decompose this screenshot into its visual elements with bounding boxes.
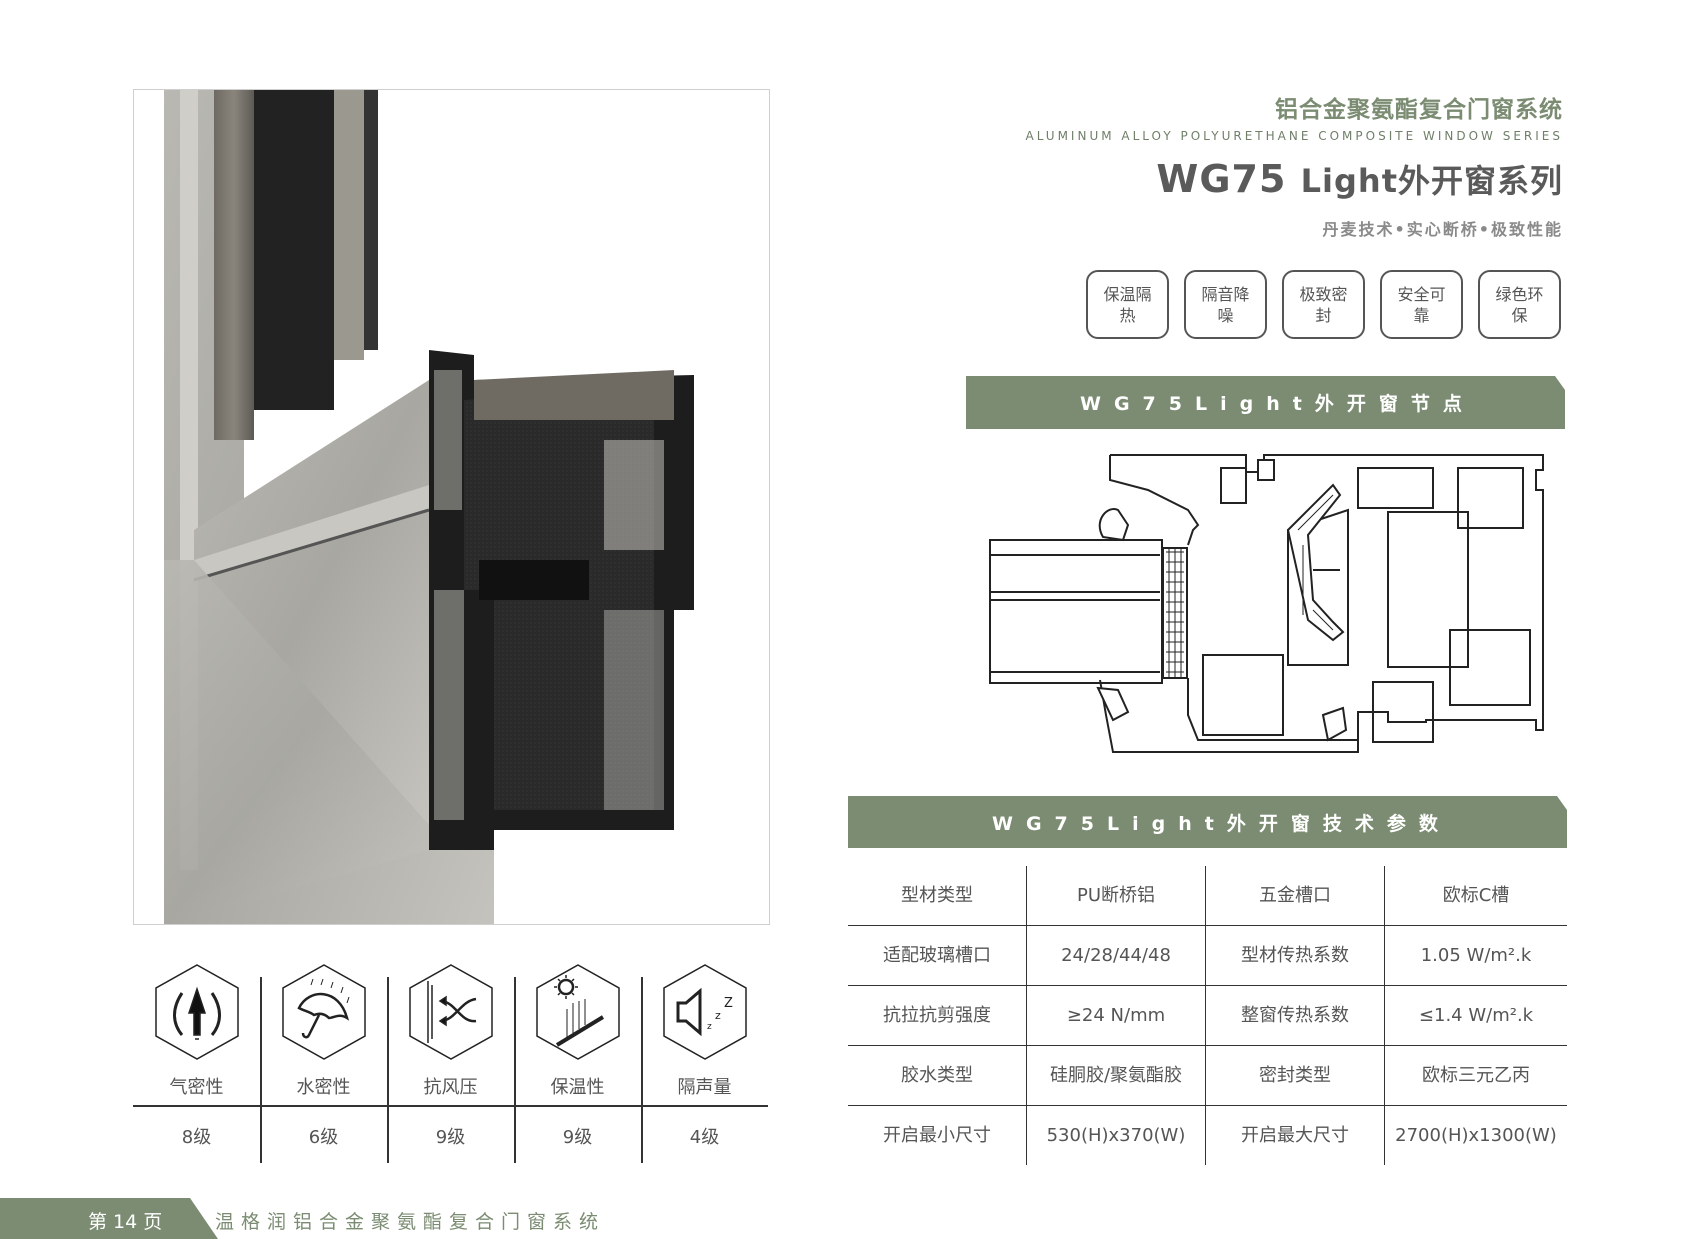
table-row: 适配玻璃槽口 24/28/44/48 型材传热系数 1.05 W/m².k <box>848 925 1567 986</box>
spec-value: 2700(H)x1300(W) <box>1395 1124 1557 1146</box>
spec-value: 1.05 W/m².k <box>1384 925 1567 986</box>
node-section-banner: WG75Light外开窗节点 <box>966 376 1565 429</box>
series-name: Light外开窗系列 <box>1300 162 1563 200</box>
table-row: 型材类型 PU断桥铝 五金槽口 欧标C槽 <box>848 866 1567 926</box>
performance-item: 保温性 9级 <box>514 963 641 1163</box>
svg-text:z: z <box>707 1022 712 1032</box>
speaker-mute-icon: z z Z <box>662 964 747 1060</box>
spec-label: 密封类型 <box>1205 1045 1385 1106</box>
spec-value: 24/28/44/48 <box>1026 925 1206 986</box>
performance-label: 水密性 <box>296 1077 351 1098</box>
spec-value: 欧标C槽 <box>1384 866 1567 926</box>
feature-badge: 隔音降噪 <box>1184 270 1267 339</box>
spec-label: 型材传热系数 <box>1205 925 1385 986</box>
brand-title-cn: 铝合金聚氨酯复合门窗系统 <box>1275 97 1563 123</box>
feature-badge: 绿色环保 <box>1478 270 1561 339</box>
performance-ratings: 气密性 8级 水密性 6级 抗风压 9级 保温性 9级 <box>133 963 768 1163</box>
performance-value: 9级 <box>562 1127 593 1148</box>
table-row: 开启最小尺寸 530(H)x370(W) 开启最大尺寸 2700(H)x1300… <box>848 1105 1567 1165</box>
feature-badge: 保温隔热 <box>1086 270 1169 339</box>
series-tagline: 丹麦技术•实心断桥•极致性能 <box>1322 220 1563 239</box>
spec-label: 开启最小尺寸 <box>848 1105 1027 1165</box>
performance-item: 抗风压 9级 <box>387 963 514 1163</box>
wind-pressure-icon <box>408 964 493 1060</box>
spec-label: 开启最大尺寸 <box>1205 1105 1385 1165</box>
svg-text:Z: Z <box>724 996 733 1011</box>
performance-value: 9级 <box>435 1127 466 1148</box>
spec-label: 型材类型 <box>848 866 1027 926</box>
window-profile-cross-section-image <box>164 90 694 924</box>
feature-badge: 极致密封 <box>1282 270 1365 339</box>
sun-insulation-icon <box>535 964 620 1060</box>
spec-label: 五金槽口 <box>1205 866 1385 926</box>
umbrella-rain-icon <box>281 964 366 1060</box>
row-divider <box>133 1105 768 1107</box>
spec-label: 整窗传热系数 <box>1205 985 1385 1046</box>
table-row: 胶水类型 硅胴胶/聚氨酯胶 密封类型 欧标三元乙丙 <box>848 1045 1567 1106</box>
column-divider <box>387 977 389 1163</box>
column-divider <box>260 977 262 1163</box>
svg-text:z: z <box>715 1009 721 1022</box>
spec-table: 型材类型 PU断桥铝 五金槽口 欧标C槽 适配玻璃槽口 24/28/44/48 … <box>848 866 1567 1165</box>
series-model: WG75 <box>1156 157 1301 201</box>
performance-label: 保温性 <box>550 1077 605 1098</box>
performance-value: 6级 <box>308 1127 339 1148</box>
performance-item: z z Z 隔声量 4级 <box>641 963 768 1163</box>
spec-section-banner: WG75Light外开窗技术参数 <box>848 796 1567 848</box>
performance-label: 隔声量 <box>677 1077 732 1098</box>
performance-item: 气密性 8级 <box>133 963 260 1163</box>
spec-value: 530(H)x370(W) <box>1026 1105 1206 1165</box>
airtight-arrow-icon <box>154 964 239 1060</box>
node-cross-section-drawing <box>988 450 1570 754</box>
spec-label: 抗拉抗剪强度 <box>848 985 1027 1046</box>
spec-label: 适配玻璃槽口 <box>848 925 1027 986</box>
column-divider <box>641 977 643 1163</box>
performance-value: 8级 <box>181 1127 212 1148</box>
feature-badge: 安全可靠 <box>1380 270 1463 339</box>
page-number: 第 14 页 <box>88 1211 163 1233</box>
column-divider <box>514 977 516 1163</box>
product-photo <box>133 89 770 925</box>
footer-page-tab <box>0 1198 218 1239</box>
table-row: 抗拉抗剪强度 ≥24 N/mm 整窗传热系数 ≤1.4 W/m².k <box>848 985 1567 1046</box>
series-title: WG75 Light外开窗系列 <box>1156 156 1563 202</box>
spec-label: 胶水类型 <box>848 1045 1027 1106</box>
spec-value: 欧标三元乙丙 <box>1384 1045 1567 1106</box>
performance-value: 4级 <box>689 1127 720 1148</box>
performance-item: 水密性 6级 <box>260 963 387 1163</box>
spec-value: PU断桥铝 <box>1026 866 1206 926</box>
performance-label: 抗风压 <box>423 1077 478 1098</box>
spec-value: 硅胴胶/聚氨酯胶 <box>1026 1045 1206 1106</box>
performance-label: 气密性 <box>169 1077 224 1098</box>
footer-brand-text: 温格润铝合金聚氨酯复合门窗系统 <box>215 1211 606 1233</box>
spec-value: ≥24 N/mm <box>1026 985 1206 1046</box>
brand-title-en: ALUMINUM ALLOY POLYURETHANE COMPOSITE WI… <box>1025 129 1563 143</box>
spec-value: ≤1.4 W/m².k <box>1384 985 1567 1046</box>
